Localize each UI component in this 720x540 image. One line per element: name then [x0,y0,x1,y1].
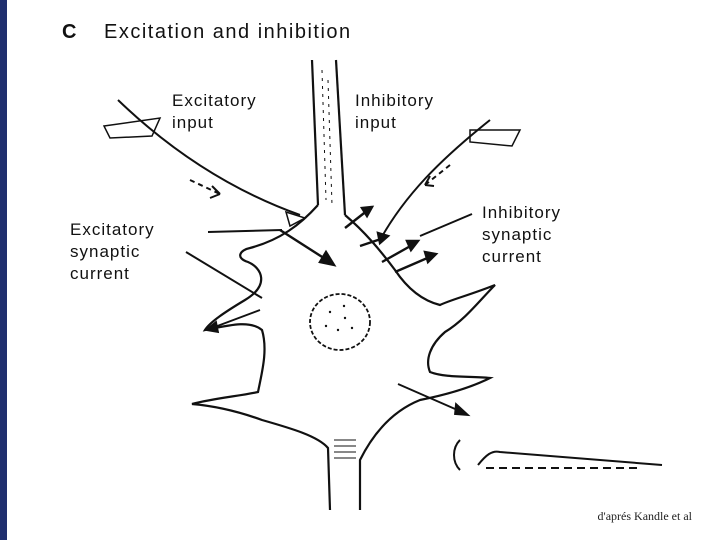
label-excitatory-input-line2: input [172,113,214,132]
figure-title: Excitation and inhibition [104,21,352,43]
apical-dendrite [310,59,347,216]
label-leaders [185,213,473,299]
axon-shading [334,439,356,459]
nucleus [309,293,371,351]
label-excitatory-current-line2: synaptic [70,242,140,261]
label-excitatory-current-line1: Excitatory [70,220,155,239]
slide-frame-bar [0,0,7,540]
label-inhibitory-current-line2: synaptic [482,225,552,244]
synaptic-current-arrows [279,205,439,274]
outward-current-arrows [203,309,471,417]
source-credit: d'aprés Kandle et al [597,509,692,523]
label-inhibitory-input-line1: Inhibitory [355,91,434,110]
label-inhibitory-input-line2: input [355,113,397,132]
label-inhibitory-current-line1: Inhibitory [482,203,561,222]
label-excitatory-current-line3: current [70,264,130,283]
label-inhibitory-current-line3: current [482,247,542,266]
panel-letter: C [62,21,77,43]
excitatory-input-fiber [102,99,307,228]
label-excitatory-input-line1: Excitatory [172,91,257,110]
neuron-soma [191,204,496,511]
inhibitory-input-fiber [379,119,522,241]
potential-trace [453,439,663,471]
nucleus-texture [324,304,354,332]
